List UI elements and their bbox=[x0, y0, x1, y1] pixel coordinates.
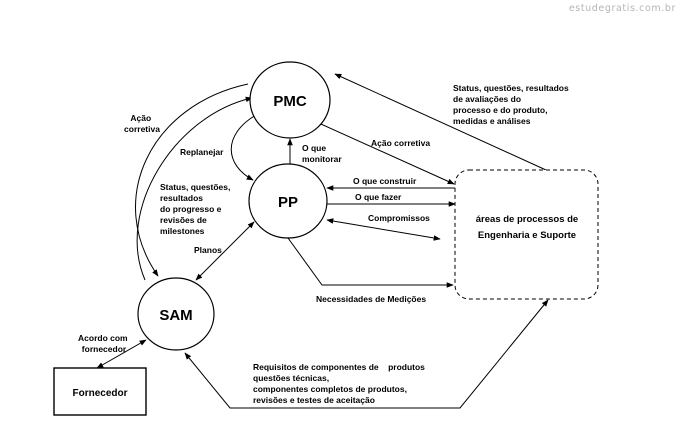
edge-pmc-pp-replanejar bbox=[230, 114, 257, 181]
sam-ellipse bbox=[137, 277, 215, 351]
node-pp: PP bbox=[248, 163, 328, 239]
label-status-sam: Status, questões, resultados do progress… bbox=[160, 182, 233, 236]
label-o-que-construir: O que construir bbox=[353, 176, 417, 186]
node-pmc: PMC bbox=[249, 61, 331, 139]
label-status-top: Status, questões, resultados de avaliaçõ… bbox=[453, 83, 571, 126]
pmc-ellipse bbox=[249, 61, 331, 139]
label-o-que-fazer: O que fazer bbox=[355, 192, 402, 202]
edge-sam-fornecedor-acordo bbox=[96, 339, 147, 369]
sam-label: SAM bbox=[159, 307, 192, 324]
areas-label-line1: áreas de processos de bbox=[476, 214, 578, 225]
edge-sam-pmc-status bbox=[136, 96, 253, 281]
edge-sam-pp-planos bbox=[195, 221, 255, 281]
edge-sam-areas-requisitos bbox=[184, 299, 549, 409]
pp-ellipse bbox=[248, 163, 328, 239]
edge-pmc-areas-acao-corretiva bbox=[311, 119, 455, 185]
fornecedor-label: Fornecedor bbox=[72, 388, 127, 399]
watermark-text: estudegratis.com.br bbox=[569, 3, 676, 14]
label-requisitos: Requisitos de componentes de produtos qu… bbox=[253, 362, 425, 405]
node-areas: áreas de processos de Engenharia e Supor… bbox=[454, 169, 599, 300]
pp-label: PP bbox=[278, 194, 298, 211]
label-acao-corretiva-right: Ação corretiva bbox=[371, 138, 430, 148]
areas-label-line2: Engenharia e Suporte bbox=[478, 230, 576, 241]
edge-pmc-sam-acao-corretiva bbox=[135, 83, 249, 277]
node-fornecedor: Fornecedor bbox=[53, 367, 147, 416]
label-necessidades: Necessidades de Medições bbox=[316, 294, 426, 304]
node-sam: SAM bbox=[137, 277, 215, 351]
label-acordo: Acordo com fornecedor bbox=[78, 333, 130, 354]
areas-box bbox=[454, 169, 599, 300]
edge-areas-pmc-status bbox=[334, 73, 547, 171]
label-o-que-monitorar: O que monitorar bbox=[302, 143, 342, 164]
edge-pp-areas-necessidades bbox=[287, 237, 454, 288]
fornecedor-box bbox=[53, 367, 147, 416]
pmc-label: PMC bbox=[273, 93, 307, 110]
label-replanejar: Replanejar bbox=[180, 147, 224, 157]
label-compromissos: Compromissos bbox=[368, 213, 430, 223]
label-acao-corretiva-left: Ação corretiva bbox=[124, 113, 160, 134]
edge-pp-areas-compromissos bbox=[326, 218, 441, 241]
label-planos: Planos bbox=[194, 245, 222, 255]
